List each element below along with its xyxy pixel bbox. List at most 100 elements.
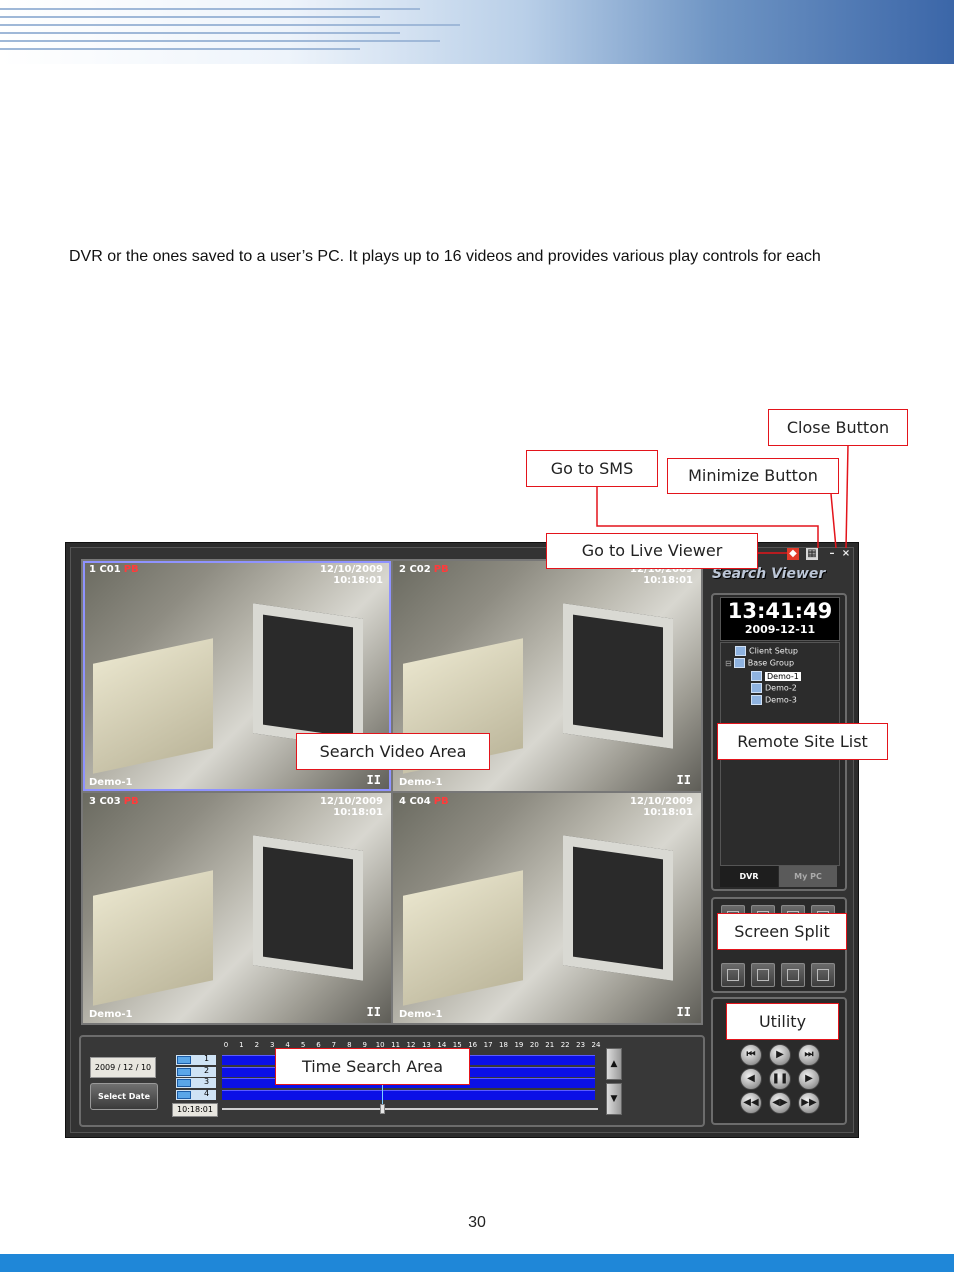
fast-forward-button[interactable]: ▶▶ (798, 1092, 820, 1114)
hour-tick-label: 4 (285, 1041, 290, 1049)
go-to-sms-button[interactable]: ◆ (787, 548, 799, 560)
time-slider-thumb[interactable] (380, 1104, 386, 1114)
scene-window (563, 603, 673, 749)
camera-icon (177, 1079, 191, 1087)
hour-tick-label: 24 (591, 1041, 601, 1049)
channel-label[interactable]: 3 (176, 1077, 216, 1088)
channel-recording-bar[interactable] (222, 1089, 595, 1100)
close-leader (845, 444, 849, 549)
scene-window (253, 835, 363, 981)
audio-icon (727, 969, 739, 981)
close-button[interactable]: × (840, 548, 852, 560)
stop-icon (757, 969, 769, 981)
page-number: 30 (468, 1214, 486, 1231)
tree-client-setup[interactable]: Client Setup (735, 646, 798, 656)
hour-tick-label: 8 (347, 1041, 352, 1049)
channel-label[interactable]: 4 (176, 1089, 216, 1100)
hour-tick-label: 14 (437, 1041, 447, 1049)
fullscreen-button[interactable] (811, 963, 835, 987)
dvr-icon (751, 683, 762, 693)
stop-button[interactable] (751, 963, 775, 987)
slow-icon: ◀▶ (772, 1097, 788, 1108)
dvr-icon (751, 695, 762, 705)
tree-site-item[interactable]: Demo-3 (751, 695, 797, 705)
scroll-down-button[interactable]: ▼ (606, 1083, 622, 1115)
hour-tick-label: 2 (254, 1041, 260, 1049)
header-stripe (0, 32, 400, 34)
fullscreen-icon (817, 969, 829, 981)
hour-tick-label: 22 (560, 1041, 570, 1049)
hour-tick-label: 19 (514, 1041, 524, 1049)
header-stripe (0, 40, 440, 42)
tree-site-item[interactable]: Demo-1 (751, 671, 801, 681)
go-first-button[interactable]: ⏮ (740, 1044, 762, 1066)
callout-close-button: Close Button (768, 409, 908, 446)
date-field[interactable]: 2009 / 12 / 10 (90, 1057, 156, 1078)
callout-minimize-button: Minimize Button (667, 458, 839, 494)
tree-base-group[interactable]: ⊟Base Group (725, 658, 795, 668)
reverse-play-button[interactable]: ◀ (740, 1068, 762, 1090)
app-brand-title: Search Viewer (712, 566, 826, 582)
slow-button[interactable]: ◀▶ (769, 1092, 791, 1114)
tree-site-item[interactable]: Demo-2 (751, 683, 797, 693)
hour-tick-label: 20 (529, 1041, 539, 1049)
grid-icon (787, 969, 799, 981)
play-icon: ▶ (805, 1073, 813, 1084)
hour-tick-label: 12 (406, 1041, 416, 1049)
channel-number: 1 (204, 1054, 210, 1063)
hour-tick-label: 16 (468, 1041, 478, 1049)
tab-my-pc[interactable]: My PC (779, 866, 837, 887)
reverse-icon: ◀ (747, 1073, 755, 1084)
cell-site: Demo-1 (89, 1009, 133, 1020)
channel-label[interactable]: 2 (176, 1066, 216, 1077)
hour-tick-label: 15 (452, 1041, 462, 1049)
hour-tick-label: 10 (375, 1041, 385, 1049)
folder-icon (733, 658, 745, 668)
cell-site: Demo-1 (399, 777, 443, 788)
callout-go-to-live-viewer: Go to Live Viewer (546, 533, 758, 569)
clock-display: 13:41:49 2009-12-11 (720, 597, 840, 641)
clock-date: 2009-12-11 (744, 623, 816, 636)
camera-icon (177, 1090, 191, 1099)
scroll-up-button[interactable]: ▲ (606, 1048, 622, 1080)
arrow-up-icon: ▲ (610, 1059, 618, 1069)
step-icon: ▶ (776, 1049, 784, 1060)
source-tabs: DVR My PC (720, 866, 838, 887)
fast-reverse-button[interactable]: ◀◀ (740, 1092, 762, 1114)
grid-button[interactable] (781, 963, 805, 987)
callout-time-search-area: Time Search Area (275, 1048, 470, 1085)
play-button[interactable]: ▶ (798, 1068, 820, 1090)
step-forward-button[interactable]: ▶ (769, 1044, 791, 1066)
go-to-live-viewer-button[interactable]: ▦ (806, 548, 818, 560)
minimize-leader (830, 493, 837, 549)
minimize-button[interactable]: – (826, 548, 838, 560)
page-footer-bar (0, 1254, 954, 1272)
skip-forward-icon: ⏭ (804, 1049, 814, 1060)
skip-back-icon: ⏮ (746, 1049, 756, 1060)
arrow-down-icon: ▼ (610, 1094, 618, 1104)
audio-button[interactable] (721, 963, 745, 987)
cell-site: Demo-1 (89, 777, 133, 788)
hour-tick-label: 7 (331, 1041, 337, 1049)
pause-button[interactable]: ❚❚ (769, 1068, 791, 1090)
hour-tick-label: 5 (300, 1041, 306, 1049)
hour-tick-label: 3 (270, 1041, 275, 1049)
close-icon: × (841, 548, 851, 559)
scene-window (253, 603, 363, 749)
time-slider-track[interactable] (222, 1108, 598, 1110)
callout-go-to-sms: Go to SMS (526, 450, 658, 487)
hour-tick-label: 13 (421, 1041, 431, 1049)
hour-tick-label: 11 (391, 1041, 401, 1049)
tab-dvr[interactable]: DVR (720, 866, 778, 887)
go-last-button[interactable]: ⏭ (798, 1044, 820, 1066)
channel-label[interactable]: 1 (176, 1054, 216, 1065)
pause-icon: II (366, 1005, 381, 1019)
collapse-icon: ⊟ (725, 658, 732, 668)
header-stripe (0, 8, 420, 10)
select-date-button[interactable]: Select Date (90, 1083, 158, 1110)
